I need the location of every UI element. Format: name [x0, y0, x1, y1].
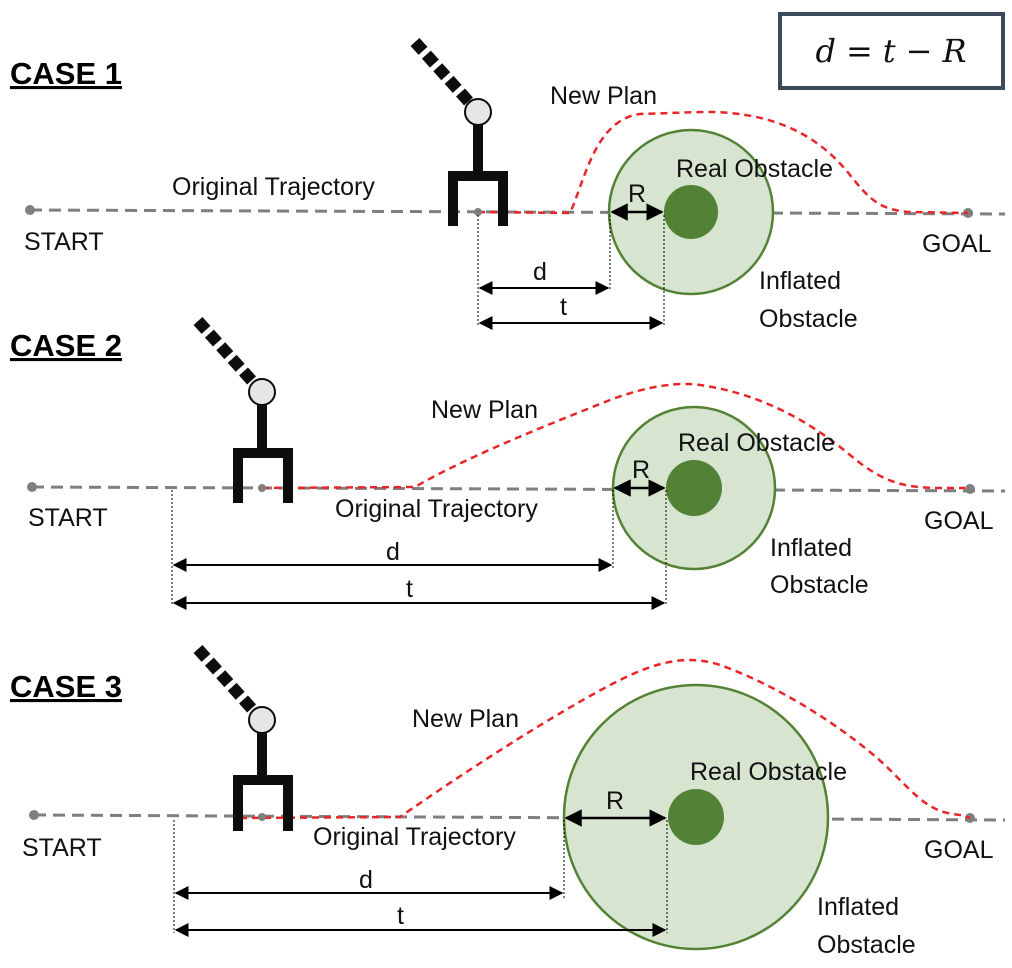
start-point — [25, 205, 35, 215]
real-obstacle-label: Real Obstacle — [678, 429, 835, 457]
new-plan-label: New Plan — [431, 396, 538, 424]
original-trajectory-label: Original Trajectory — [313, 823, 516, 851]
case-1-title: CASE 1 — [10, 56, 122, 91]
original-trajectory-label: Original Trajectory — [335, 495, 538, 523]
new-plan-path — [239, 658, 971, 820]
inflated-obstacle-label-line1: Inflated — [770, 534, 852, 562]
inflated-obstacle-label-line1: Inflated — [759, 267, 841, 295]
new-plan-path — [261, 382, 965, 490]
start-point — [27, 482, 37, 492]
robot-arm — [193, 644, 293, 831]
real-obstacle — [664, 185, 718, 239]
inflated-obstacle-label-line2: Obstacle — [759, 305, 858, 333]
r-label: R — [606, 787, 624, 815]
case-1-panel: CASE 1 START GOAL Original Trajectory Ne… — [10, 37, 1006, 333]
r-label: R — [632, 456, 650, 484]
t-label: t — [560, 293, 567, 321]
goal-label: GOAL — [924, 836, 994, 864]
d-label: d — [359, 866, 373, 894]
original-trajectory-line — [29, 208, 1006, 216]
inflated-obstacle-label-line2: Obstacle — [817, 931, 916, 959]
new-plan-label: New Plan — [412, 705, 519, 733]
original-trajectory-label: Original Trajectory — [172, 173, 375, 201]
t-label: t — [406, 575, 413, 603]
start-label: START — [28, 504, 108, 532]
start-point — [29, 810, 39, 820]
original-trajectory-line — [31, 485, 1006, 493]
formula-box: d=t−R — [778, 12, 1005, 90]
real-obstacle-label: Real Obstacle — [676, 155, 833, 183]
d-label: d — [386, 538, 400, 566]
inflated-obstacle-label-line2: Obstacle — [770, 571, 869, 599]
original-trajectory-line — [33, 813, 1006, 822]
start-label: START — [22, 834, 102, 862]
robot-arm — [193, 316, 293, 503]
case-2-title: CASE 2 — [10, 328, 122, 363]
goal-point — [965, 484, 975, 494]
new-plan-path — [477, 110, 969, 215]
d-label: d — [533, 258, 547, 286]
real-obstacle-label: Real Obstacle — [690, 758, 847, 786]
formula-text: d=t−R — [815, 32, 966, 70]
real-obstacle — [666, 460, 722, 516]
case-3-title: CASE 3 — [10, 669, 122, 704]
goal-label: GOAL — [924, 507, 994, 535]
new-plan-label: New Plan — [550, 82, 657, 110]
case-3-panel: CASE 3 START GOAL Original Trajectory Ne… — [10, 644, 1006, 959]
inflated-obstacle-label-line1: Inflated — [817, 893, 899, 921]
goal-label: GOAL — [922, 230, 992, 258]
r-label: R — [628, 180, 646, 208]
start-label: START — [24, 228, 104, 256]
robot-arm — [410, 37, 508, 226]
t-label: t — [397, 902, 404, 930]
case-2-panel: CASE 2 START GOAL Original Trajectory Ne… — [10, 316, 1006, 610]
real-obstacle — [668, 789, 724, 845]
